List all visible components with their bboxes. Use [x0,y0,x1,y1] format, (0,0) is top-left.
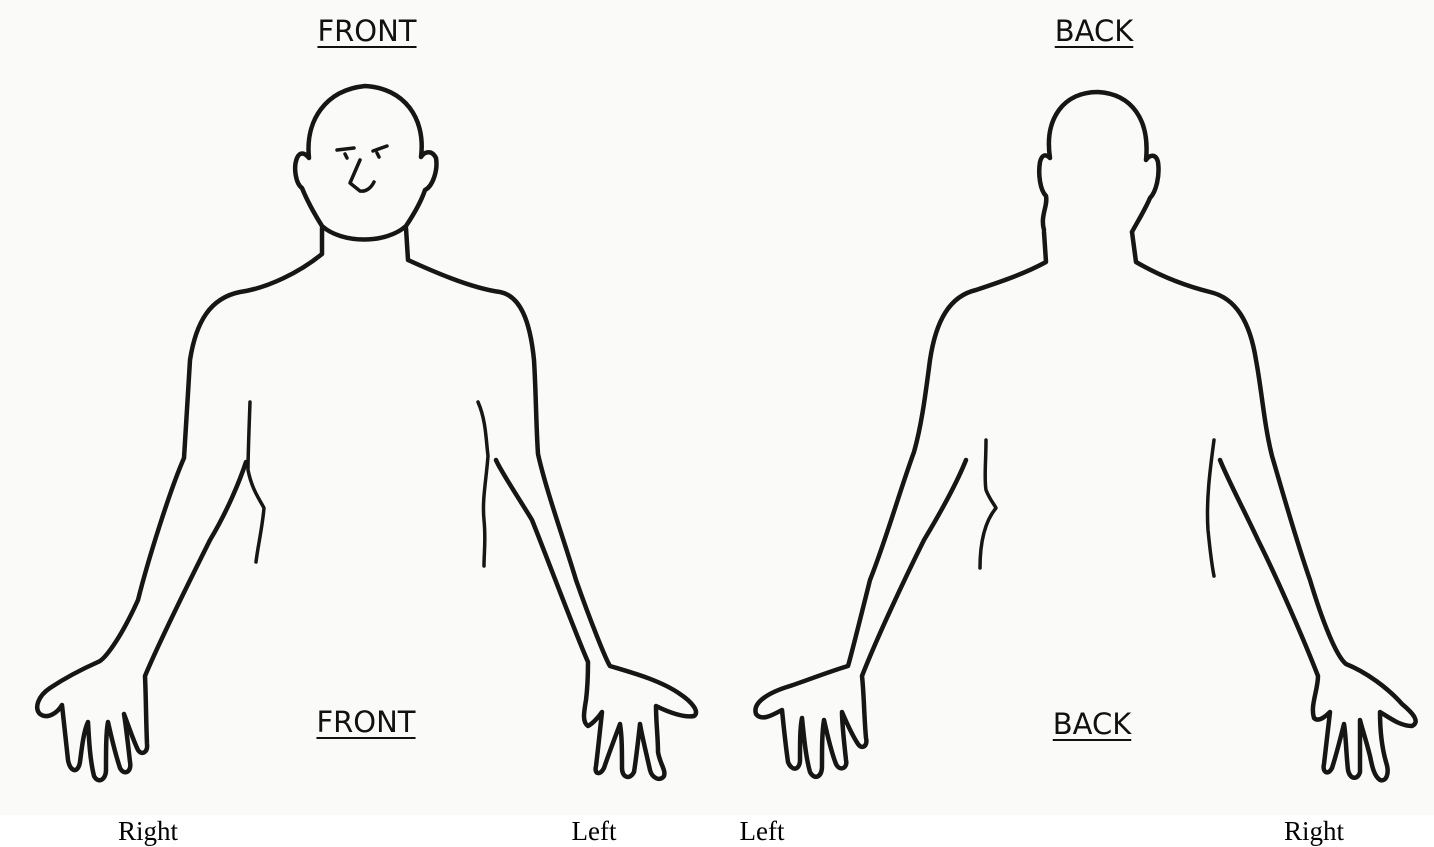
back-right-arm-torso-outline [1132,232,1416,780]
front-bottom-label: FRONT [316,705,415,739]
back-right-side-label: Right [1284,816,1344,847]
front-body-figure [37,86,696,780]
front-right-side-label: Right [118,816,178,847]
front-top-label: FRONT [317,14,416,48]
front-nose [350,160,374,191]
back-bottom-label: BACK [1053,707,1132,741]
front-brow-left [337,148,354,150]
back-body-figure [755,92,1415,780]
front-right-arm-torso-outline [37,228,322,780]
front-right-armpit-line [248,402,264,562]
front-brow-right [373,146,387,151]
front-eye-right [377,153,379,157]
front-left-armpit-line [478,402,488,566]
back-left-arm-torso-outline [755,232,1046,777]
front-head-outline [295,86,436,240]
front-eye-left [345,154,347,158]
front-left-side-label: Left [572,816,617,847]
back-top-label: BACK [1055,14,1134,48]
back-left-side-label: Left [740,816,785,847]
back-right-armpit-line [1207,440,1214,576]
front-left-arm-torso-outline [406,228,696,779]
back-head-outline [1039,92,1158,232]
back-left-armpit-line [980,440,996,568]
